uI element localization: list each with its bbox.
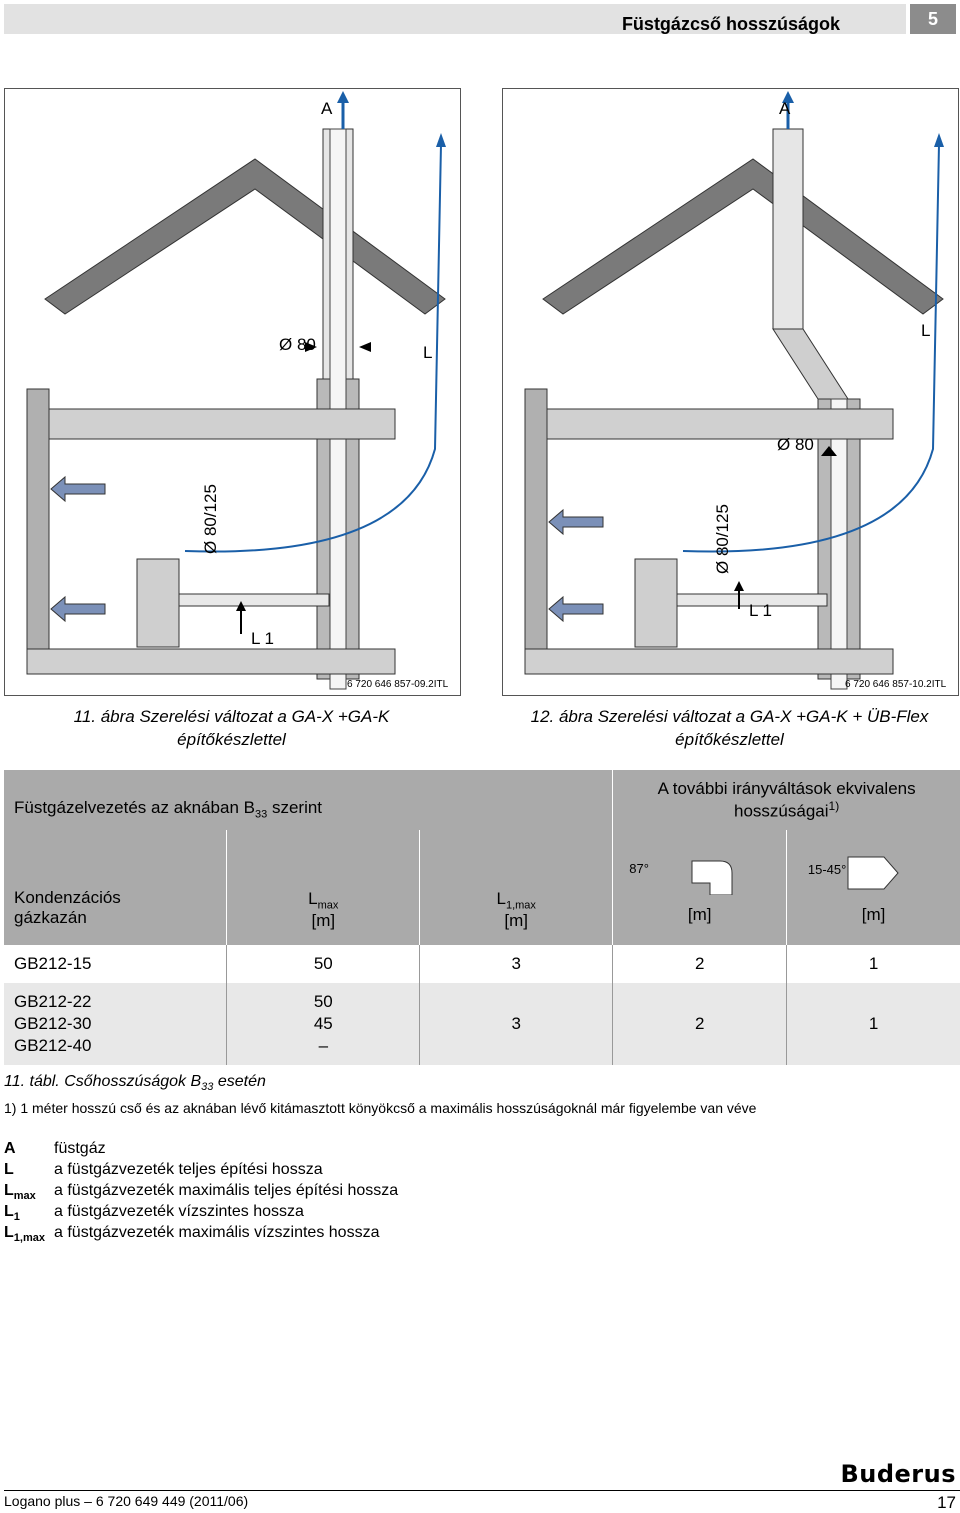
figure-11-drawing (26, 91, 446, 690)
fig12-label-l: L (921, 321, 931, 340)
table-caption: 11. tábl. Csőhosszúságok B33 esetén (4, 1073, 266, 1094)
table-col-lmax: Lmax [m] (226, 830, 420, 945)
table-col-boiler: Kondenzációs gázkazán (14, 887, 121, 927)
figure-12: A L Ø 80 Ø 80/125 L 1 6 720 646 857-10.2… (502, 88, 959, 696)
fig12-label-d80: Ø 80 (777, 435, 814, 454)
figure-12-drawing (524, 91, 944, 690)
pipe-length-table: Füstgázelvezetés az aknában B33 szerint … (4, 770, 960, 1065)
table-group-left: Füstgázelvezetés az aknában B33 szerint (14, 797, 323, 821)
fig12-label-a: A (779, 99, 791, 118)
page-number: 17 (937, 1493, 956, 1512)
buderus-logo: Buderus (840, 1460, 956, 1488)
elbow-87-shape (691, 860, 733, 895)
fig11-label-l: L (423, 343, 433, 362)
header-bar: Füstgázcső hosszúságok (4, 4, 906, 34)
fig11-label-a: A (321, 99, 333, 118)
fig11-label-l1: L 1 (251, 629, 275, 648)
figure-11: A Ø 80 L Ø 80/125 L 1 6 720 646 857-09.2… (4, 88, 461, 696)
fig11-caption-line1: 11. ábra Szerelési változat a GA-X +GA-K (73, 707, 390, 726)
fig12-label-l1: L 1 (749, 601, 773, 620)
table-row: GB212-15 50 3 2 1 (4, 945, 960, 983)
fig11-label-d80: Ø 80 (279, 335, 316, 354)
table-col-87: 87° [m] (612, 830, 787, 945)
section-number: 5 (910, 4, 956, 34)
elbow-45-shape (847, 856, 899, 889)
fig11-label-d80125: Ø 80/125 (201, 484, 220, 554)
table-row: GB212-22 GB212-30 GB212-40 50 45 – 3 2 1 (4, 983, 960, 1065)
page-title: Füstgázcső hosszúságok (621, 14, 840, 34)
fig12-code: 6 720 646 857-10.2ITL (845, 679, 947, 690)
footnote: 1) 1 méter hosszú cső és az aknában lévő… (4, 1100, 757, 1116)
elbow-45-icon: 15-45° (797, 851, 950, 895)
fig11-caption-line2: építőkészlettel (177, 730, 286, 749)
fig11-code: 6 720 646 857-09.2ITL (347, 679, 449, 690)
table-col-45: 15-45° [m] (786, 830, 960, 945)
fig12-caption-line2: építőkészlettel (675, 730, 784, 749)
figure-11-caption: 11. ábra Szerelési változat a GA-X +GA-K… (4, 705, 459, 751)
elbow-87-icon: 87° (623, 851, 776, 895)
footer-divider (4, 1490, 960, 1491)
table-col-l1max: L1,max [m] (419, 830, 613, 945)
figure-12-caption: 12. ábra Szerelési változat a GA-X +GA-K… (502, 705, 957, 751)
fig12-caption-line1: 12. ábra Szerelési változat a GA-X +GA-K… (530, 707, 929, 726)
footer-doc-ref: Logano plus – 6 720 649 449 (2011/06) (4, 1493, 249, 1509)
fig12-label-d80125: Ø 80/125 (713, 504, 732, 574)
table-group-right: A további irányváltások ekvivalens hossz… (612, 770, 960, 830)
